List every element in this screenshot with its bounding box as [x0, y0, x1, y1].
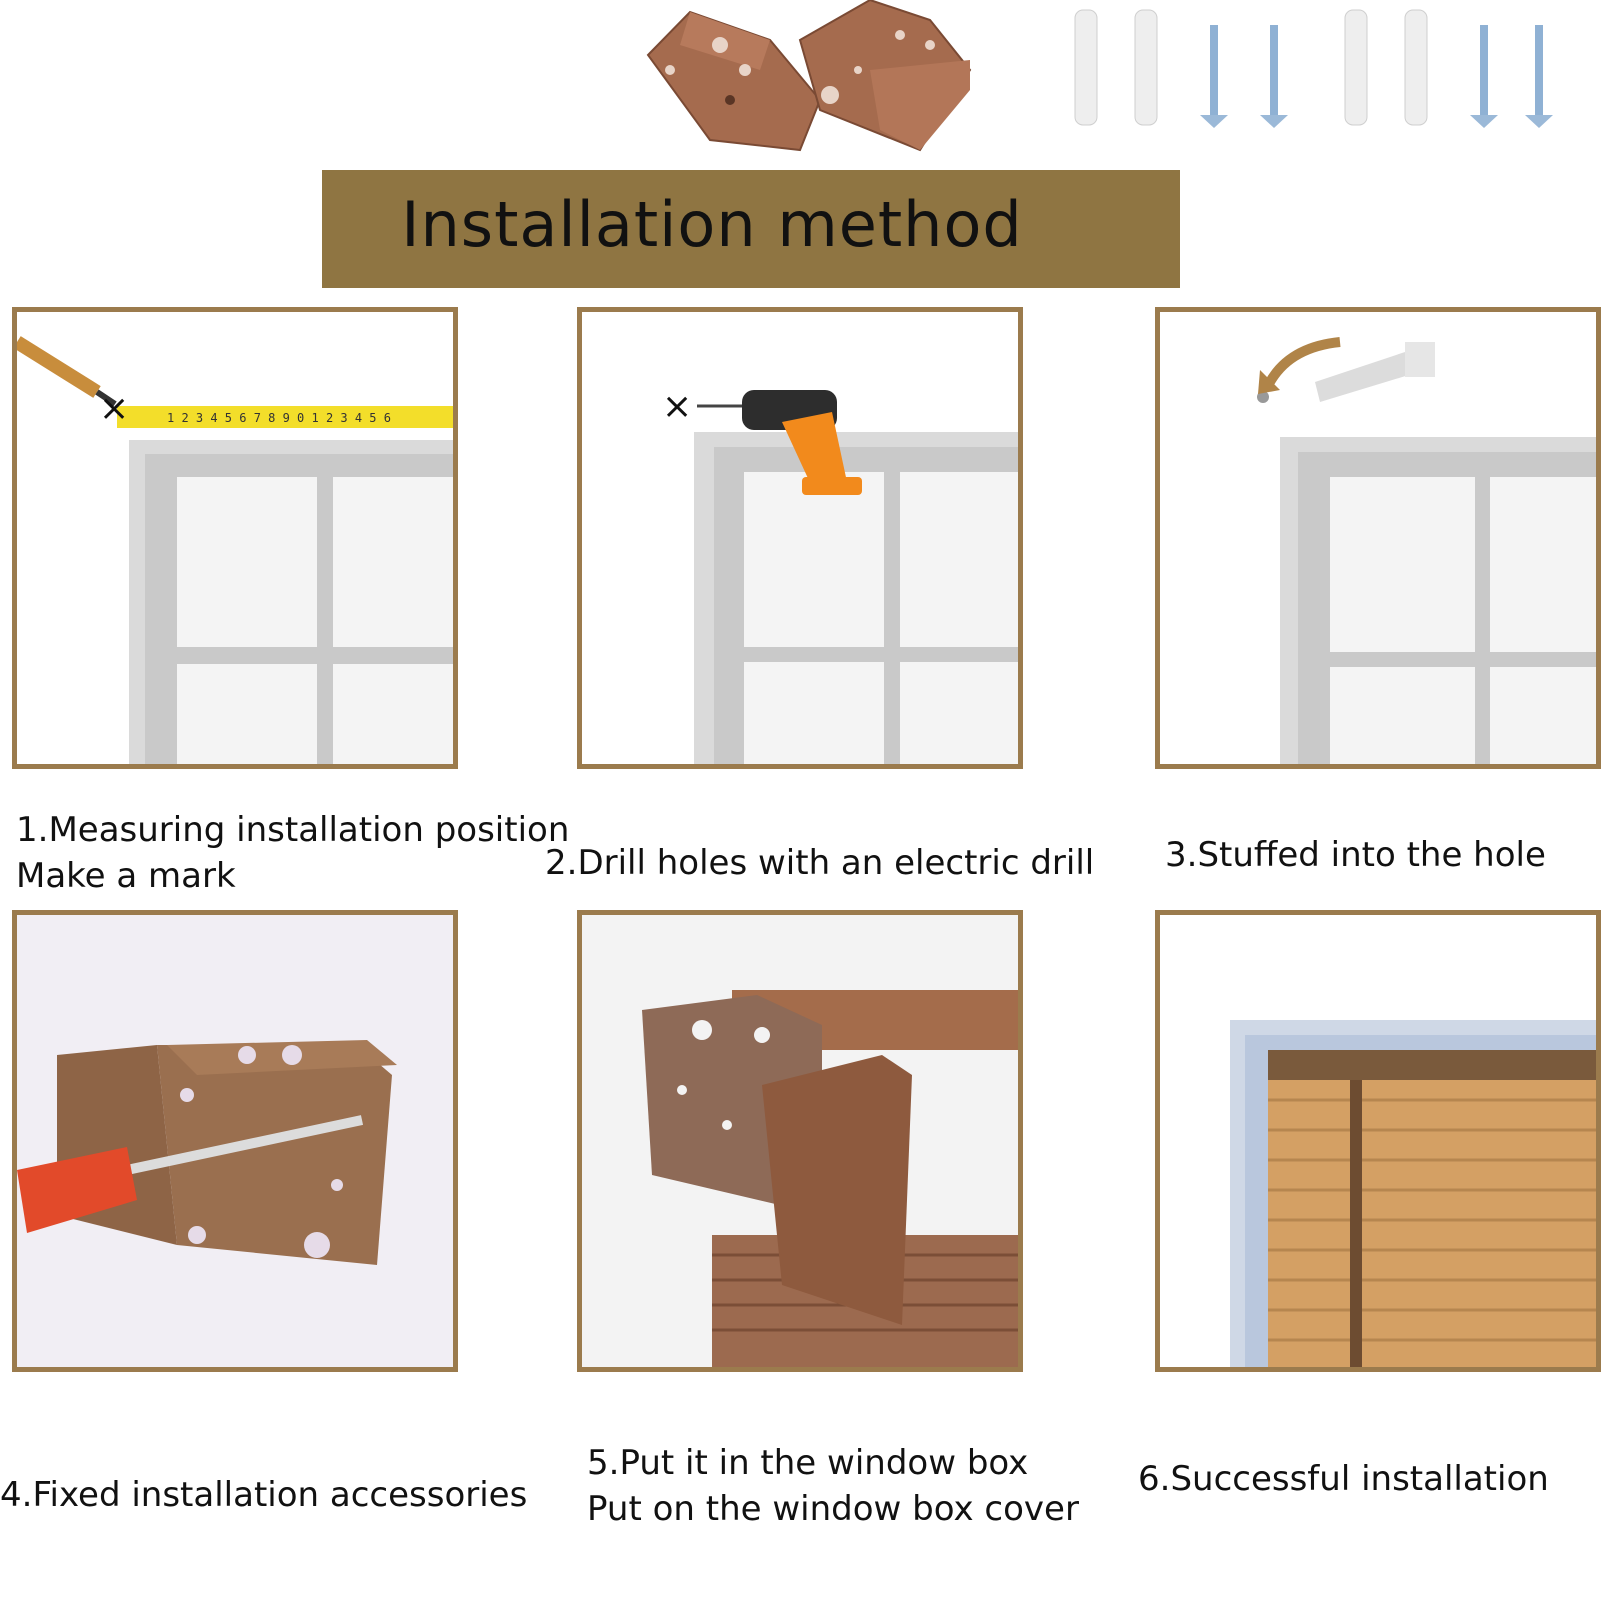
svg-text:×: × — [99, 388, 129, 429]
step-3-panel — [1155, 307, 1601, 769]
step-6-panel — [1155, 910, 1601, 1372]
pencil-icon — [17, 336, 117, 407]
step-5-caption: 5.Put it in the window box Put on the wi… — [587, 1440, 1079, 1532]
step-3-caption: 3.Stuffed into the hole — [1165, 835, 1546, 875]
step-2-panel: × — [577, 307, 1023, 769]
step-4-panel — [12, 910, 458, 1372]
electric-drill-icon — [697, 390, 862, 495]
step-1-panel: 1 2 3 4 5 6 7 8 9 0 1 2 3 4 5 6 × — [12, 307, 458, 769]
hardware-illustration — [646, 0, 1553, 152]
screw-icon — [1260, 25, 1288, 128]
bracket-icon — [646, 10, 822, 152]
step-1-line-2: Make a mark — [16, 856, 236, 896]
step-5-line-2: Put on the window box cover — [587, 1489, 1079, 1529]
svg-text:×: × — [662, 386, 692, 427]
wood-blind-icon — [1268, 1050, 1596, 1367]
step-5-line-1: 5.Put it in the window box — [587, 1443, 1029, 1483]
step-5-panel — [577, 910, 1023, 1372]
step-1-caption: 1.Measuring installation position Make a… — [16, 807, 569, 899]
step-6-caption: 6.Successful installation — [1138, 1459, 1549, 1499]
screw-icon — [1470, 25, 1498, 128]
svg-text:1 2 3 4 5 6 7 8 9 0 1 2 3 4 5: 1 2 3 4 5 6 7 8 9 0 1 2 3 4 5 6 — [167, 411, 391, 425]
window-frame-icon — [129, 440, 453, 764]
title-banner: Installation method — [322, 170, 1180, 288]
page-title: Installation method — [401, 188, 1023, 261]
step-4-caption: 4.Fixed installation accessories — [0, 1475, 528, 1515]
bracket-icon — [642, 990, 1018, 1325]
bracket-icon — [798, 0, 972, 152]
window-frame-icon — [1280, 437, 1596, 764]
screw-icon — [1200, 25, 1228, 128]
curved-arrow-icon — [1258, 337, 1341, 394]
wall-anchor-icon — [1344, 9, 1368, 126]
wall-anchor-icon — [1074, 9, 1098, 126]
wall-anchor-icon — [1134, 9, 1158, 126]
wall-anchor-icon — [1315, 342, 1435, 402]
step-1-line-1: 1.Measuring installation position — [16, 810, 570, 850]
tape-measure-icon: 1 2 3 4 5 6 7 8 9 0 1 2 3 4 5 6 — [117, 406, 453, 428]
screw-icon — [1525, 25, 1553, 128]
step-2-caption: 2.Drill holes with an electric drill — [545, 843, 1095, 883]
screwdriver-icon — [17, 1115, 364, 1233]
wall-anchor-icon — [1404, 9, 1428, 126]
